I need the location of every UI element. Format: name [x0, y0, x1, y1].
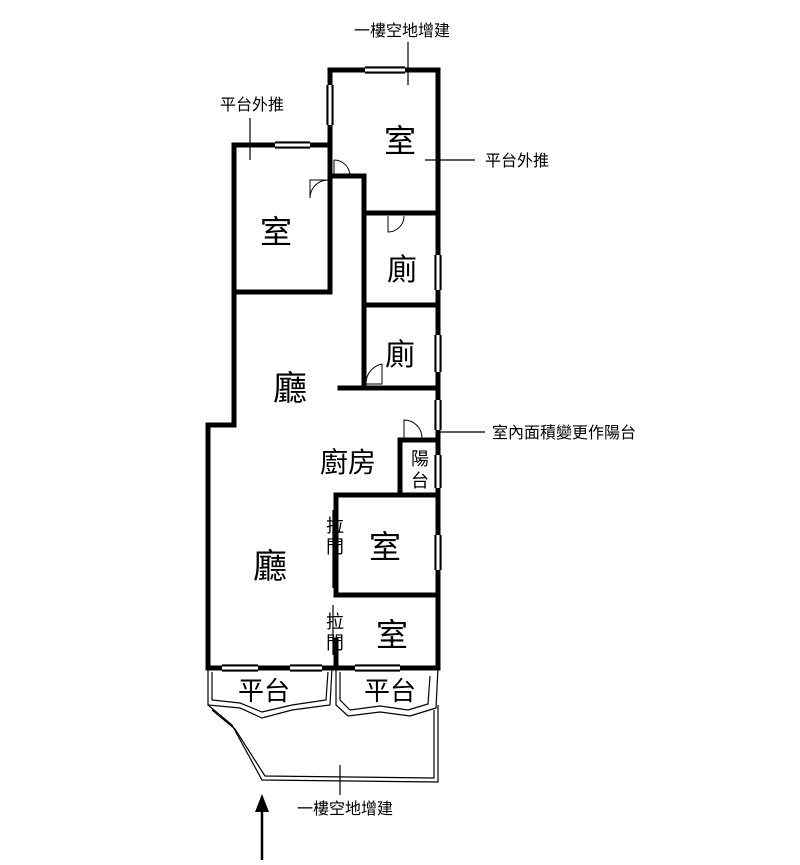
annotation-indoor-to-balcony: 室內面積變更作陽台	[492, 423, 636, 442]
room-label-top: 室	[384, 122, 416, 160]
platform-label-left: 平台	[238, 677, 290, 707]
sliding-door-label-2-top: 拉	[326, 612, 344, 633]
room-label-toilet-1: 廁	[387, 253, 417, 288]
room-label-toilet-2: 廁	[385, 338, 415, 373]
annotation-platform-push-right: 平台外推	[485, 151, 549, 170]
room-label-kitchen: 廚房	[320, 446, 376, 479]
doors	[309, 159, 423, 439]
platform-label-right: 平台	[364, 677, 416, 707]
room-label-living-lower: 廳	[253, 547, 287, 587]
room-label-room-bottom: 室	[376, 616, 408, 654]
entry-arrow-icon	[255, 794, 269, 860]
room-label-room-mid: 室	[369, 528, 401, 566]
windows	[222, 66, 442, 672]
room-label-left: 室	[260, 213, 292, 251]
annotation-bottom-extension: 一樓空地增建	[297, 799, 393, 818]
sliding-door-label-2-bottom: 門	[326, 633, 344, 654]
annotation-platform-push-left: 平台外推	[220, 95, 284, 114]
room-label-balcony-bottom: 台	[411, 471, 429, 492]
platforms	[207, 667, 439, 783]
room-label-balcony-top: 陽	[411, 449, 429, 470]
interior-walls	[231, 142, 441, 671]
room-label-living-upper: 廳	[273, 369, 307, 409]
annotation-top-extension: 一樓空地增建	[354, 21, 450, 40]
annotation-leaders	[249, 42, 485, 795]
sliding-door-label-1-top: 拉	[326, 516, 344, 537]
sliding-door-label-1-bottom: 門	[326, 537, 344, 558]
